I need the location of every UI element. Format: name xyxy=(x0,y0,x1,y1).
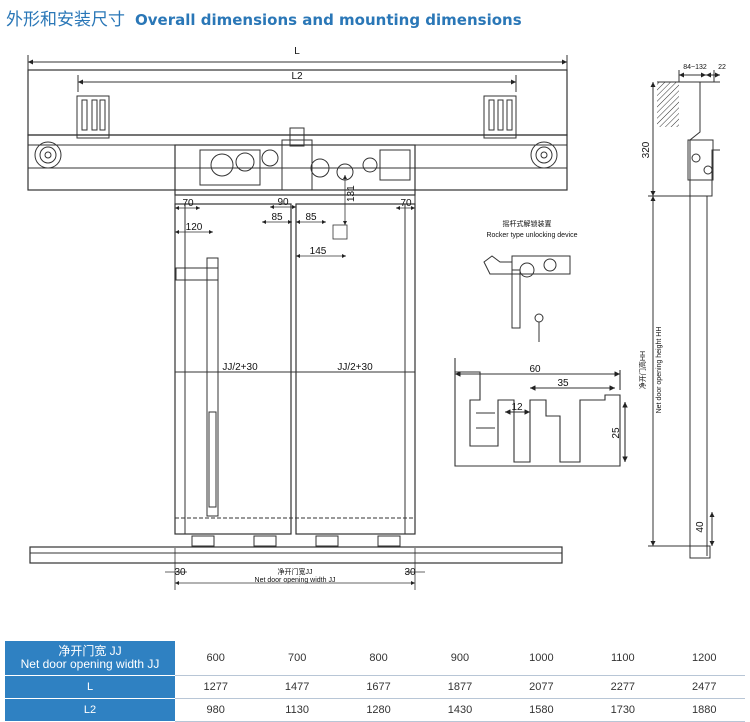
side-view xyxy=(648,70,720,559)
table-cell: 1730 xyxy=(582,698,664,722)
front-dimensions xyxy=(165,175,425,590)
table-cell: 2277 xyxy=(582,675,664,699)
table-cell: 1880 xyxy=(663,698,745,722)
rocker-zh: 摇杆式解锁装置 xyxy=(503,219,552,228)
dim-70-right: 70 xyxy=(400,198,412,209)
table-cell: 1277 xyxy=(175,675,257,699)
table-row-L: L 1277 1477 1677 1877 2077 2277 2477 xyxy=(5,675,745,699)
side-320: 320 xyxy=(641,141,652,158)
page-title: 外形和安装尺寸 Overall dimensions and mounting d… xyxy=(6,5,522,30)
profile-25: 25 xyxy=(611,427,622,439)
table-cell: 700 xyxy=(256,641,338,676)
table-cell: 1677 xyxy=(337,675,420,699)
table-row-width: 净开门宽 JJ Net door opening width JJ 600 70… xyxy=(5,641,745,676)
profile-60: 60 xyxy=(529,364,541,375)
table-cell: 800 xyxy=(337,641,420,676)
table-cell: 2077 xyxy=(500,675,583,699)
dim-30-left: 30 xyxy=(174,567,186,578)
dim-jj-half-right: JJ/2+30 xyxy=(337,362,373,373)
side-height-zh: 净开门高HH xyxy=(638,351,647,389)
side-22: 22 xyxy=(718,64,726,71)
dim-85-left: 85 xyxy=(271,212,283,223)
table-row-label: L2 xyxy=(5,698,175,722)
track-profile xyxy=(454,358,628,467)
title-en: Overall dimensions and mounting dimensio… xyxy=(135,11,522,29)
table-row-L2: L2 980 1130 1280 1430 1580 1730 1880 xyxy=(5,698,745,722)
dimension-table: 净开门宽 JJ Net door opening width JJ 600 70… xyxy=(5,641,745,722)
net-width-en: Net door opening width JJ xyxy=(255,577,336,584)
table-cell: 1877 xyxy=(419,675,501,699)
dim-jj-half-left: JJ/2+30 xyxy=(222,362,258,373)
table-header-en: Net door opening width JJ xyxy=(20,657,160,671)
dim-30-right: 30 xyxy=(404,567,416,578)
table-cell: 1477 xyxy=(256,675,338,699)
title-zh: 外形和安装尺寸 xyxy=(6,10,125,29)
table-cell: 1000 xyxy=(500,641,583,676)
table-cell: 1130 xyxy=(256,698,338,722)
technical-drawing: L L2 70 70 120 90 85 85 145 131 JJ/2+30 … xyxy=(27,46,726,590)
rocker-en: Rocker type unlocking device xyxy=(486,232,577,239)
dim-90: 90 xyxy=(277,197,289,208)
table-cell: 1280 xyxy=(337,698,420,722)
dim-70-left: 70 xyxy=(182,198,194,209)
side-40: 40 xyxy=(695,521,706,533)
profile-35: 35 xyxy=(557,378,569,389)
table-cell: 900 xyxy=(419,641,501,676)
side-84-132: 84~132 xyxy=(683,64,707,71)
table-cell: 1200 xyxy=(663,641,745,676)
front-view xyxy=(27,55,568,204)
side-height-en: Net door opening height HH xyxy=(656,327,663,414)
table-cell: 600 xyxy=(175,641,257,676)
table-header-zh: 净开门宽 JJ xyxy=(58,644,122,658)
dim-145: 145 xyxy=(310,246,327,257)
table-cell: 1580 xyxy=(500,698,583,722)
table-cell: 1430 xyxy=(419,698,501,722)
table-cell: 2477 xyxy=(663,675,745,699)
table-header-cell: 净开门宽 JJ Net door opening width JJ xyxy=(5,641,175,676)
table-cell: 1100 xyxy=(582,641,664,676)
dim-120: 120 xyxy=(186,222,203,233)
dim-L2: L2 xyxy=(291,71,303,82)
table-row-label: L xyxy=(5,675,175,699)
net-width-zh: 净开门宽JJ xyxy=(278,567,313,576)
table-cell: 980 xyxy=(175,698,257,722)
rocker-device xyxy=(483,255,571,342)
dim-85-right: 85 xyxy=(305,212,317,223)
dim-131: 131 xyxy=(346,185,357,202)
dim-L: L xyxy=(294,46,300,57)
profile-12: 12 xyxy=(511,402,523,413)
door-panels xyxy=(29,203,563,564)
